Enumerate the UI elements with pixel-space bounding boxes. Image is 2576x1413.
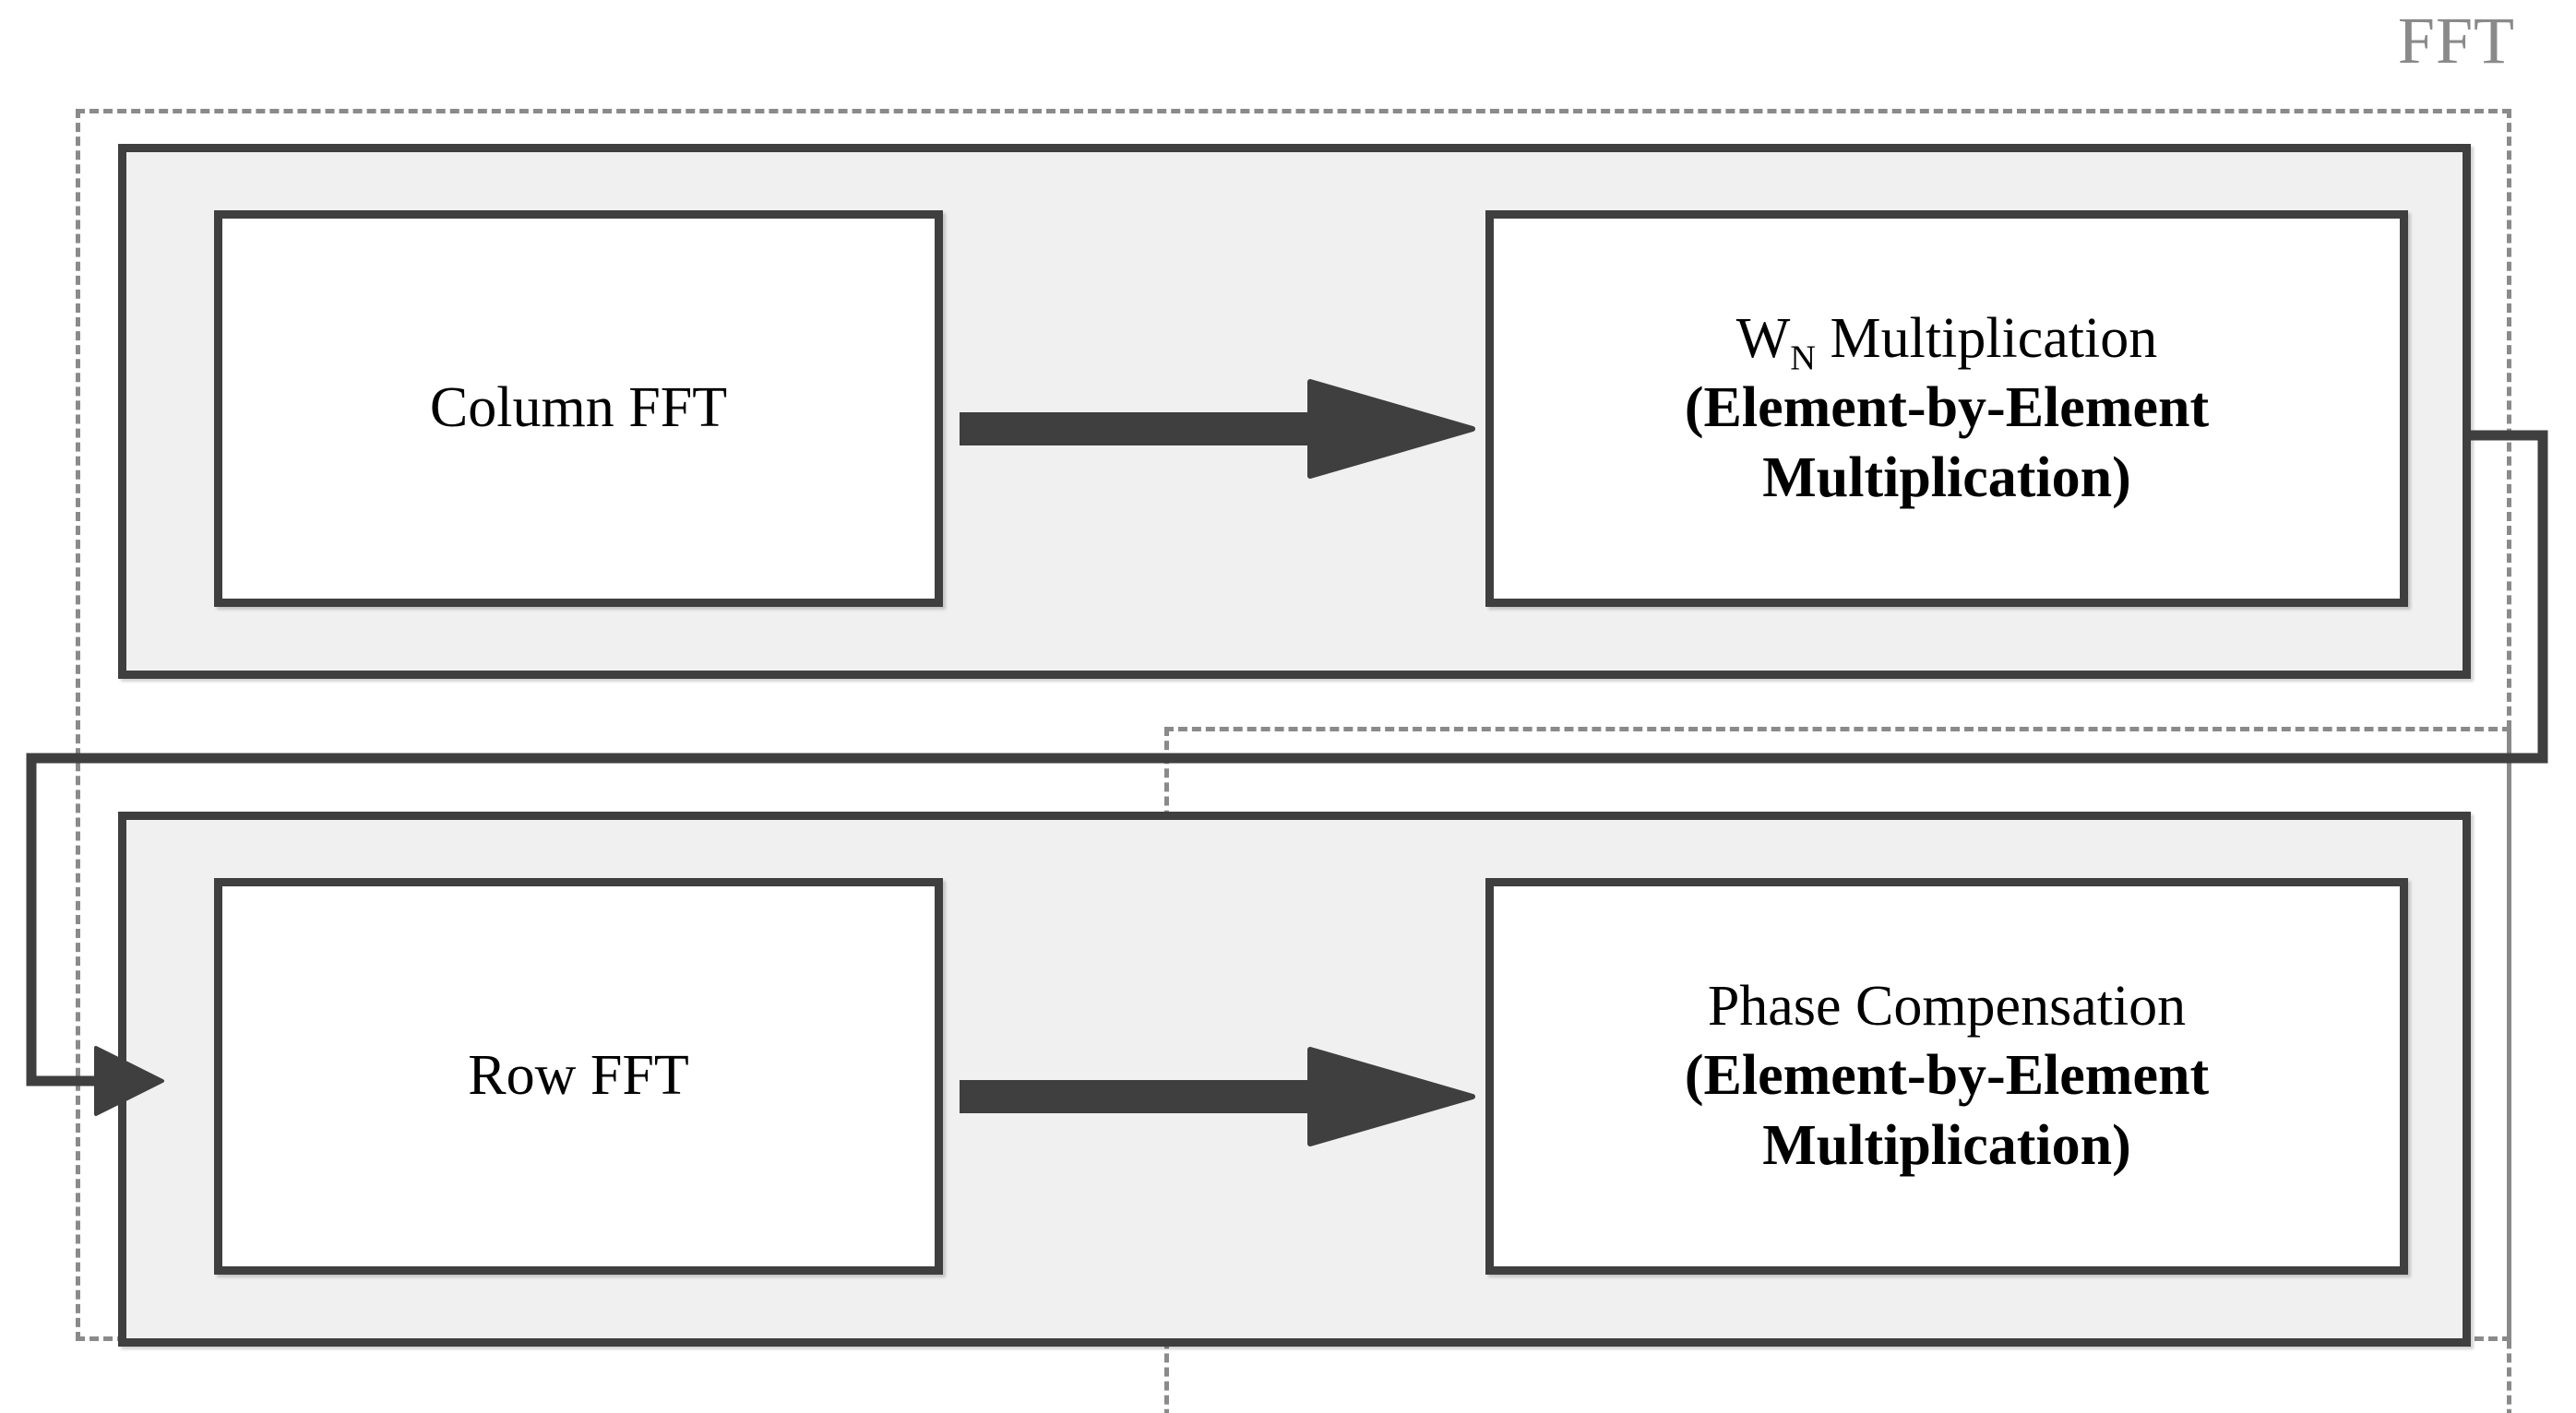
wn-multiplication-title: WN Multiplication [1735, 304, 2158, 377]
process-box-column-fft[interactable]: Column FFT [214, 210, 943, 607]
row-fft-label: Row FFT [468, 1044, 689, 1108]
process-box-phase-compensation[interactable]: Phase Compensation (Element-by-Element M… [1485, 878, 2408, 1275]
column-fft-label: Column FFT [429, 376, 728, 440]
wn-multiplication-line3: Multiplication) [1762, 445, 2131, 509]
phase-compensation-line2: (Element-by-Element [1684, 1044, 2210, 1108]
arrow-column-to-wn-icon [960, 379, 1475, 479]
wn-suffix: Multiplication [1816, 306, 2158, 370]
fft-group-label: FFT [2397, 4, 2515, 77]
process-box-row-fft[interactable]: Row FFT [214, 878, 943, 1275]
wn-subscript: N [1790, 338, 1817, 377]
phase-compensation-title: Phase Compensation [1707, 974, 2187, 1038]
process-box-wn-multiplication[interactable]: WN Multiplication (Element-by-Element Mu… [1485, 210, 2408, 607]
phase-compensation-line3: Multiplication) [1762, 1113, 2131, 1177]
wn-multiplication-line2: (Element-by-Element [1684, 376, 2210, 440]
wn-symbol: W [1735, 306, 1791, 370]
arrow-row-to-phase-icon [960, 1047, 1475, 1146]
